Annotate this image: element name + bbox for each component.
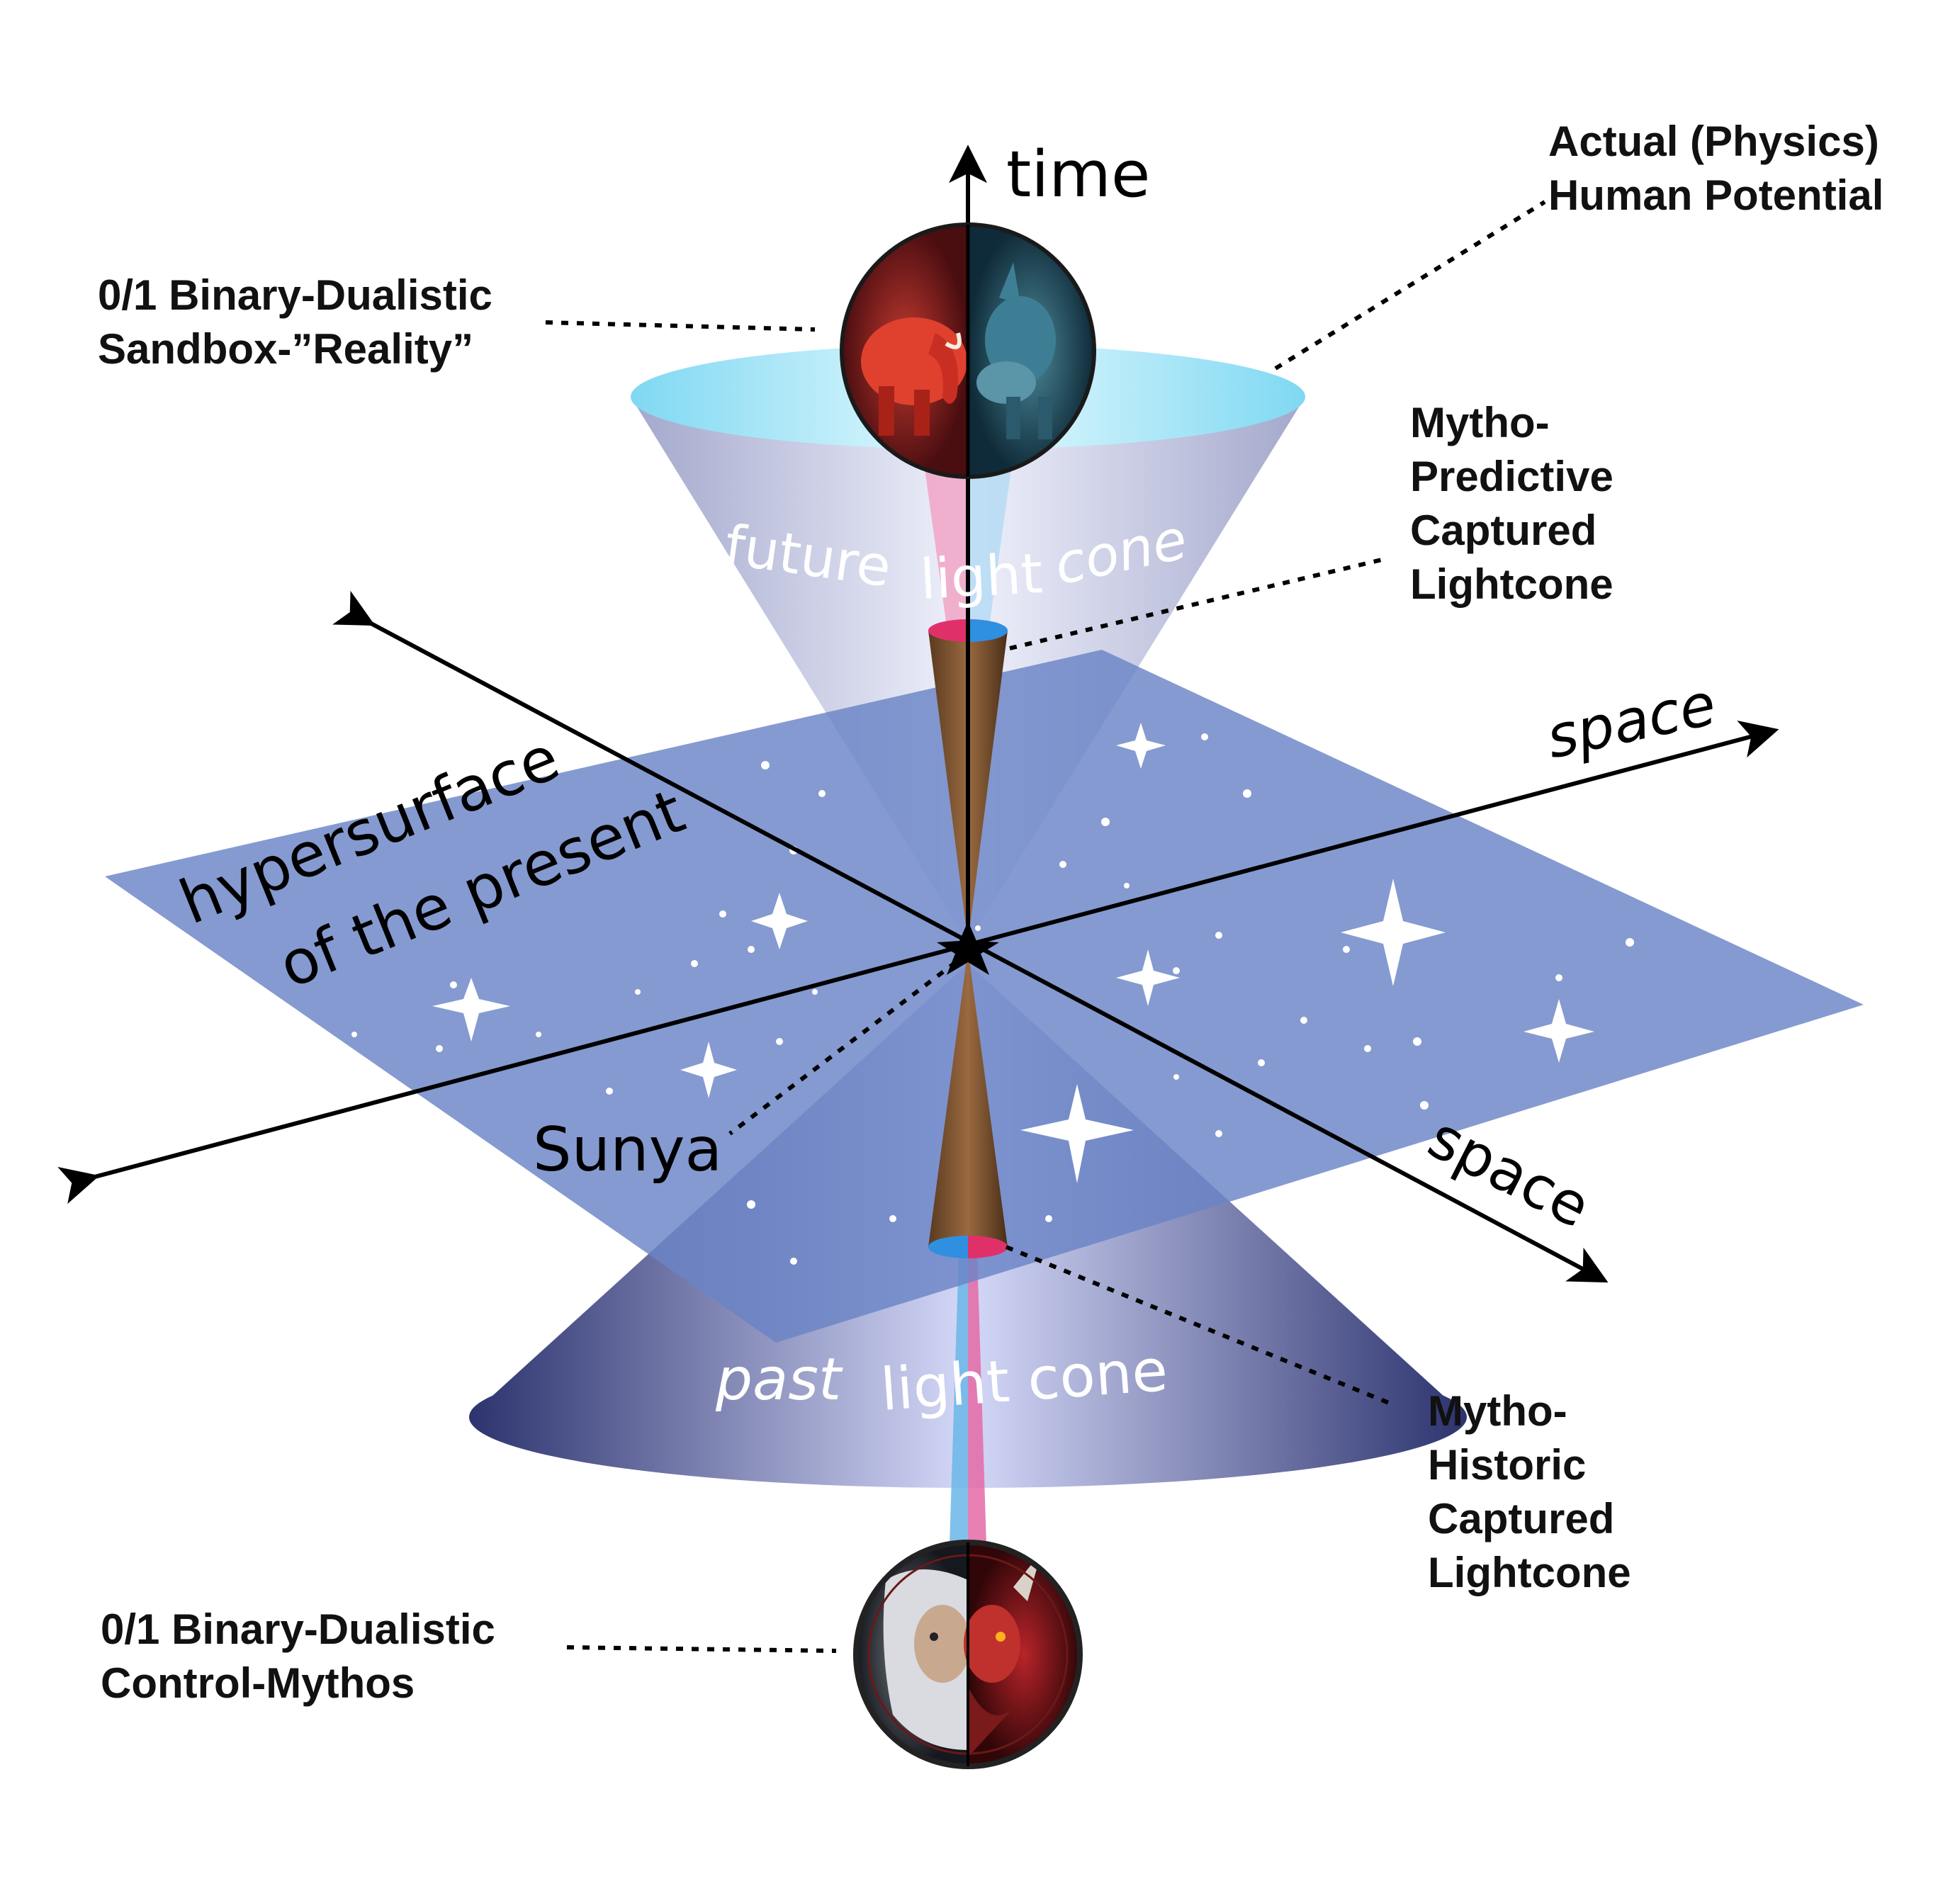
svg-text:Lightcone: Lightcone — [1428, 1549, 1631, 1596]
svg-text:Mytho-: Mytho- — [1428, 1387, 1567, 1435]
sunya-label: Sunya — [533, 1115, 722, 1185]
time-axis-label: time — [1006, 137, 1150, 212]
elephant-vs-donkey-medallion-icon — [840, 222, 1096, 479]
callout-bottom-left: 0/1 Binary-Dualistic Control-Mythos — [101, 1606, 495, 1707]
sunya-point-icon — [937, 921, 999, 975]
svg-text:Control-Mythos: Control-Mythos — [101, 1659, 415, 1707]
svg-text:0/1 Binary-Dualistic: 0/1 Binary-Dualistic — [101, 1606, 495, 1653]
space-axis-front-label: space — [1418, 1104, 1600, 1241]
svg-text:Mytho-: Mytho- — [1410, 399, 1550, 446]
svg-text:0/1 Binary-Dualistic: 0/1 Binary-Dualistic — [98, 271, 492, 319]
callout-mytho-historic: Mytho- Historic Captured Lightcone — [1428, 1387, 1631, 1596]
callout-top-right: Actual (Physics) Human Potential — [1548, 118, 1883, 219]
svg-text:Sandbox-”Reality”: Sandbox-”Reality” — [98, 325, 473, 373]
svg-text:Human Potential: Human Potential — [1548, 171, 1883, 219]
space-axis-right-label: space — [1541, 671, 1721, 772]
svg-text:past: past — [715, 1346, 843, 1414]
svg-text:light: light — [918, 542, 1044, 612]
callout-top-left: 0/1 Binary-Dualistic Sandbox-”Reality” — [98, 271, 492, 373]
svg-text:Historic: Historic — [1428, 1441, 1586, 1489]
svg-text:Predictive: Predictive — [1410, 453, 1613, 500]
svg-text:Actual (Physics): Actual (Physics) — [1548, 118, 1879, 165]
svg-text:Captured: Captured — [1410, 507, 1596, 554]
svg-text:Captured: Captured — [1428, 1495, 1614, 1542]
callout-leaders — [545, 200, 1546, 1653]
god-vs-devil-medallion-icon — [853, 1540, 1083, 1769]
space-axis-right — [57, 721, 1779, 1204]
callout-mytho-predictive: Mytho- Predictive Captured Lightcone — [1410, 399, 1613, 608]
svg-text:Lightcone: Lightcone — [1410, 560, 1613, 608]
